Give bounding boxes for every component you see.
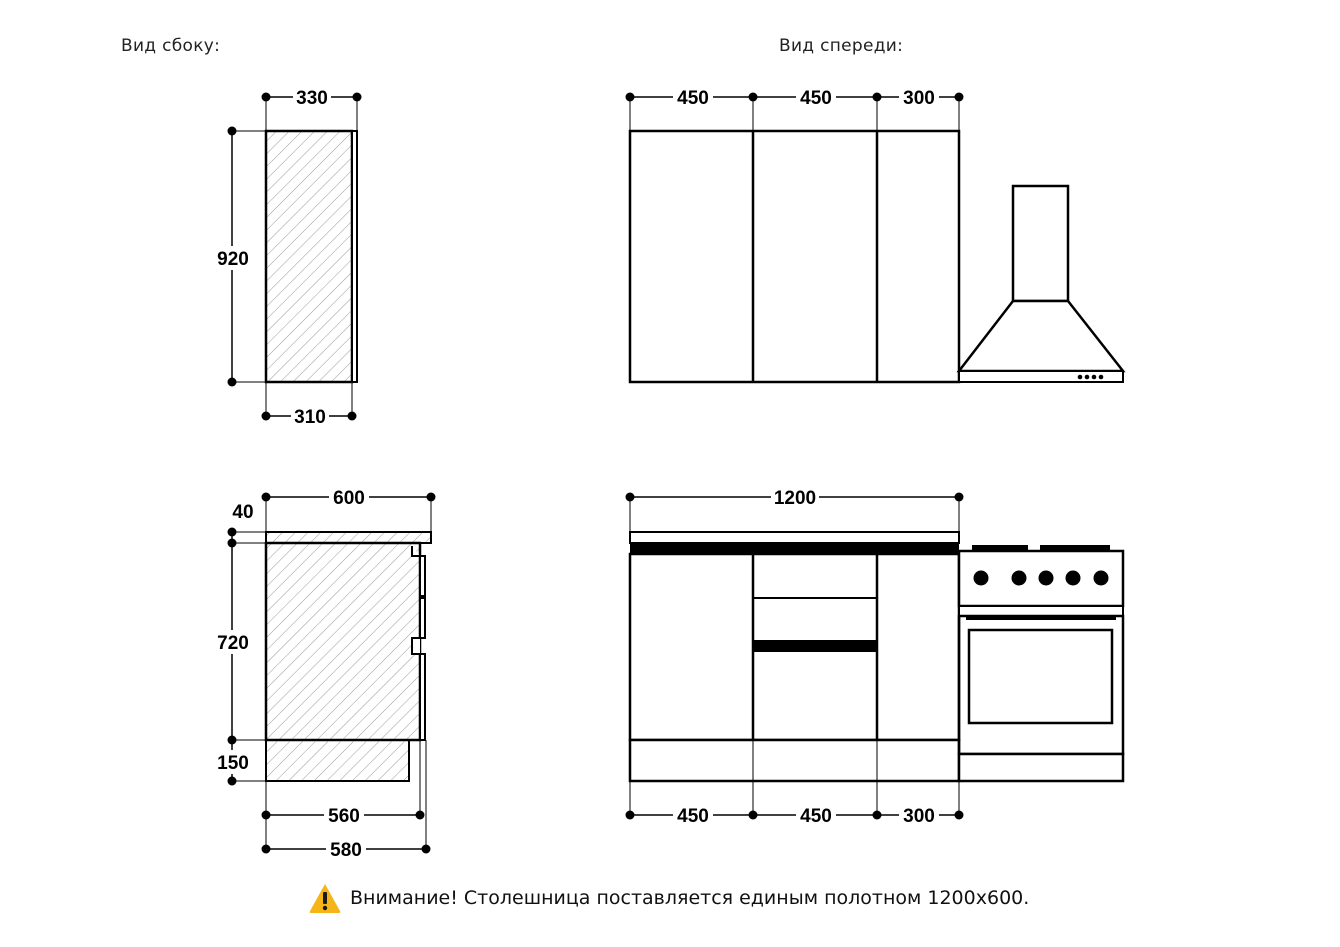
countertop-side (265, 531, 432, 544)
lower-front-view (625, 487, 1125, 826)
upper-front-view (625, 86, 1126, 384)
dim-upper-side-depth-top: 330 (296, 88, 328, 109)
dim-lower-side-depth-body: 560 (328, 806, 360, 827)
countertop-edge (630, 543, 959, 554)
dim-lower-front-w3: 300 (903, 806, 935, 827)
dim-lower-front-total: 1200 (774, 488, 816, 509)
dim-lower-front-w1: 450 (677, 806, 709, 827)
range-hood-icon (956, 184, 1126, 383)
warning-triangle-icon (309, 884, 341, 913)
dim-lower-side-plinth: 150 (217, 753, 249, 774)
drawer-handle (753, 640, 877, 652)
warning-notice: Внимание! Столешница поставляется единым… (308, 881, 1029, 915)
dim-lower-side-depth-total: 600 (333, 488, 365, 509)
dim-lower-side-countertop: 40 (232, 502, 253, 523)
dim-upper-front-w3: 300 (903, 88, 935, 109)
dim-upper-side-height: 920 (217, 249, 249, 270)
upper-cabinet-front (628, 129, 961, 384)
dim-upper-front-w2: 450 (800, 88, 832, 109)
warning-text: Внимание! Столешница поставляется единым… (350, 887, 1030, 909)
upper-side-view (214, 86, 362, 427)
front-view-label: Вид спереди: (779, 36, 904, 56)
lower-cabinet-side-body (264, 541, 422, 742)
dim-lower-front-w2: 450 (800, 806, 832, 827)
plinth-side (265, 739, 410, 782)
plinth-front (628, 738, 961, 783)
dim-lower-side-depth-fronts: 580 (330, 840, 362, 861)
lower-side-view (214, 487, 436, 860)
side-view-label: Вид сбоку: (121, 36, 221, 56)
dim-upper-front-w1: 450 (677, 88, 709, 109)
upper-cabinet-side-door (351, 130, 358, 383)
dim-upper-side-depth-bottom: 310 (294, 407, 326, 428)
dim-lower-side-height: 720 (217, 633, 249, 654)
stove-icon (957, 545, 1125, 783)
countertop-front (629, 531, 960, 544)
upper-cabinet-side-body (264, 129, 354, 384)
